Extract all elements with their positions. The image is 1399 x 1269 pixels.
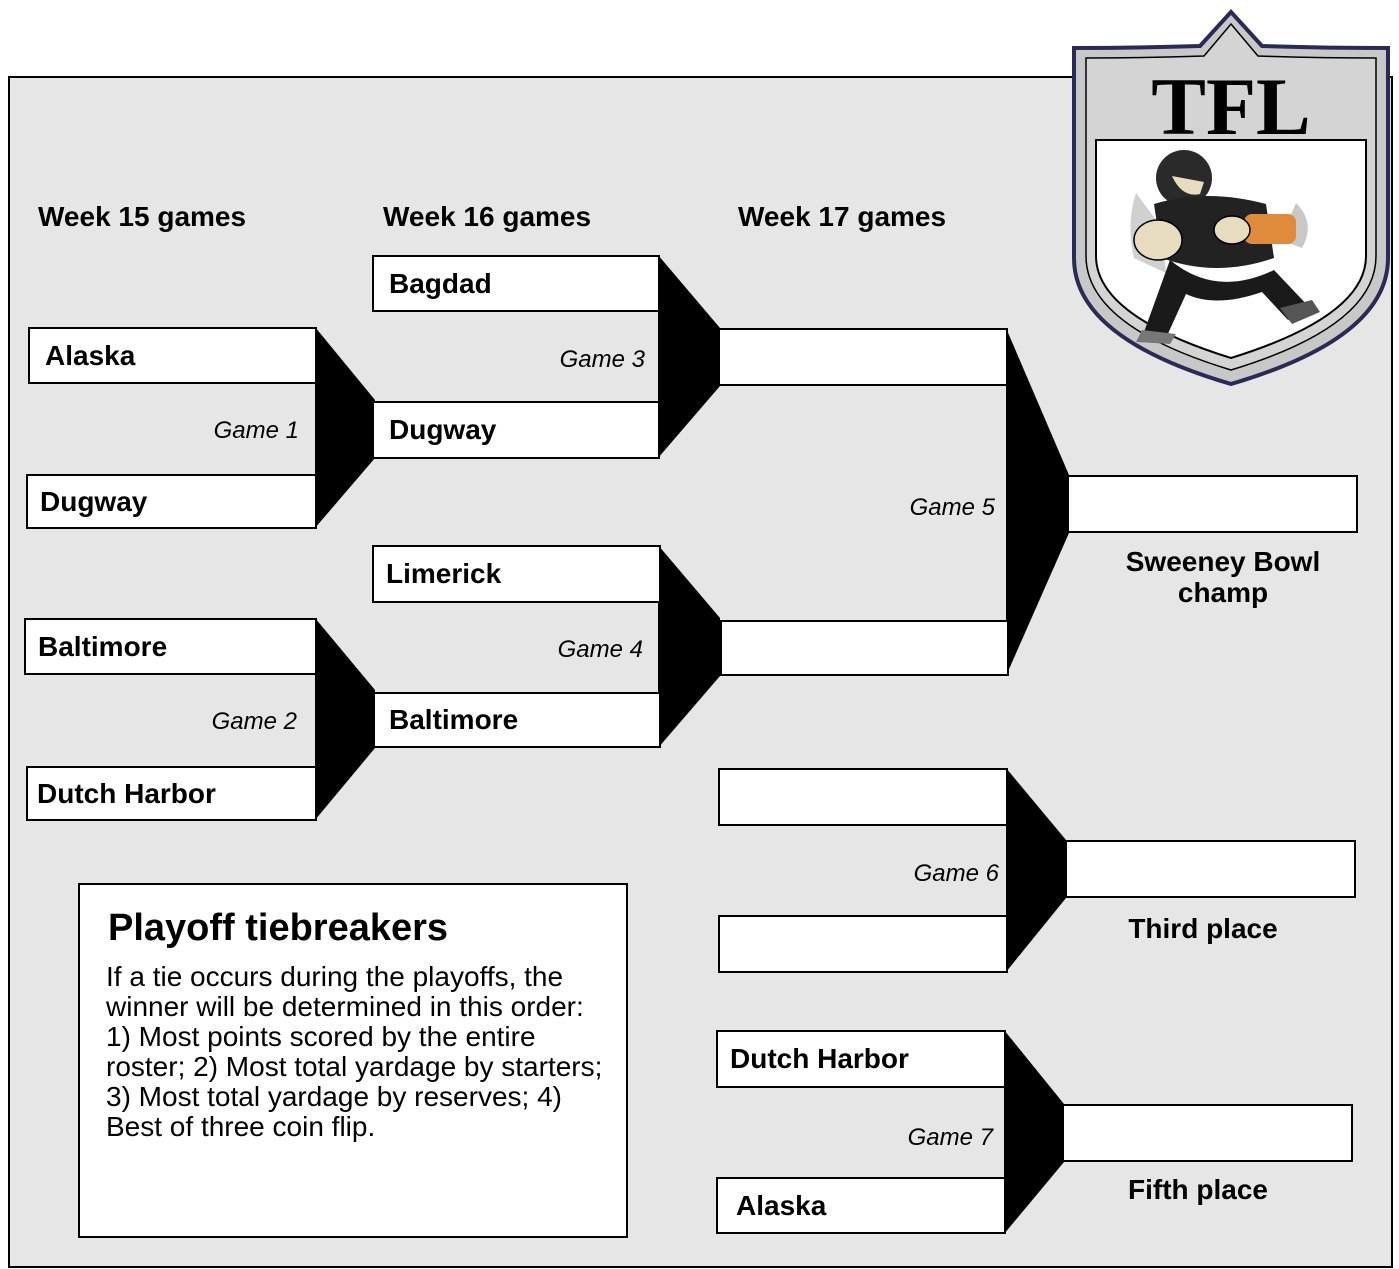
third-place-label: Third place (1128, 913, 1278, 944)
tiebreakers-body: If a tie occurs during the playoffs, the… (106, 961, 603, 1142)
football-player-icon (1130, 150, 1320, 344)
tfl-shield-logo: TFL (1072, 9, 1390, 387)
champion-slot[interactable] (1067, 475, 1358, 533)
week-15-header: Week 15 games (38, 201, 247, 232)
game4-top-slot: Limerick (372, 545, 661, 603)
tfl-logo-text: TFL (1151, 61, 1310, 152)
game6-top-slot[interactable] (718, 768, 1008, 826)
game7-label: Game 7 (907, 1124, 993, 1151)
game1-label: Game 1 (213, 417, 299, 444)
game4-connector (658, 545, 720, 748)
game4-label: Game 4 (557, 636, 643, 663)
fifth-place-label: Fifth place (1127, 1174, 1268, 1205)
week-17-header: Week 17 games (738, 201, 947, 232)
game4-bottom-slot: Baltimore (373, 692, 661, 748)
game6-label: Game 6 (913, 860, 999, 887)
game3-top-slot: Bagdad (372, 255, 660, 312)
tiebreakers-title: Playoff tiebreakers (108, 907, 449, 949)
fifth-place-slot[interactable] (1062, 1104, 1353, 1162)
game6-connector (1006, 768, 1066, 972)
sweeney-bowl-champ-label: Sweeney Bowl champ (1125, 546, 1321, 609)
game1-connector (315, 327, 375, 528)
game5-label: Game 5 (909, 494, 995, 521)
game2-top-slot: Baltimore (24, 618, 317, 675)
game5-bottom-slot[interactable] (720, 620, 1009, 676)
game7-top-slot: Dutch Harbor (716, 1030, 1006, 1088)
game1-bottom-slot: Dugway (26, 474, 317, 529)
game6-bottom-slot[interactable] (718, 915, 1008, 973)
game2-bottom-slot: Dutch Harbor (26, 766, 317, 821)
game3-bottom-slot: Dugway (372, 401, 660, 459)
game1-top-slot: Alaska (28, 327, 317, 384)
tiebreakers-box: Playoff tiebreakers If a tie occurs duri… (78, 883, 628, 1238)
game7-connector (1004, 1030, 1064, 1234)
game3-label: Game 3 (559, 346, 645, 373)
game5-top-slot[interactable] (718, 328, 1008, 386)
game2-label: Game 2 (211, 708, 297, 735)
game5-connector (1006, 328, 1069, 676)
game7-bottom-slot: Alaska (716, 1177, 1006, 1234)
week-16-header: Week 16 games (383, 201, 592, 232)
game2-connector (315, 618, 375, 820)
third-place-slot[interactable] (1065, 840, 1356, 898)
game3-connector (658, 255, 720, 458)
